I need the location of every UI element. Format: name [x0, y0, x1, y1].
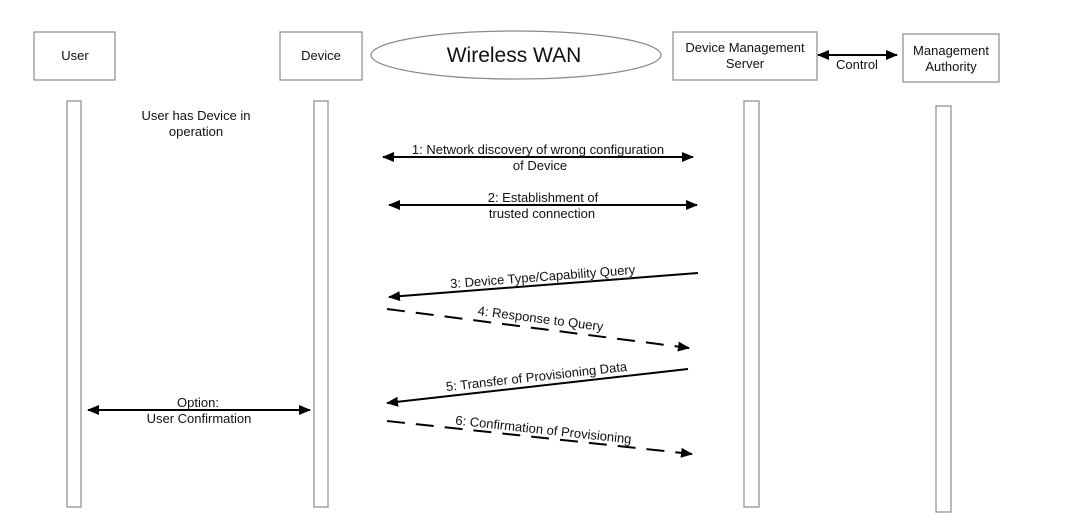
message-arrow — [386, 308, 690, 352]
participant-box — [33, 31, 116, 81]
message-label: 5: Transfer of Provisioning Data — [445, 359, 628, 394]
message-1: 1: Network discovery of wrong configurat… — [382, 142, 694, 173]
participant-label-line1: Management — [913, 43, 989, 58]
message-2: 2: Establishment of trusted connection — [388, 190, 698, 221]
message-label-line1: Option: — [177, 395, 219, 410]
lifeline-user — [66, 100, 82, 508]
message-arrow — [386, 420, 693, 458]
participant-box — [279, 31, 363, 81]
message-label: 6: Confirmation of Provisioning — [455, 413, 633, 447]
note-line1: User has Device in — [141, 108, 250, 123]
participant-device: Device — [279, 31, 363, 81]
message-4: 4: Response to Query — [386, 303, 690, 352]
lifeline-device-management-server — [743, 100, 760, 508]
message-arrow — [386, 368, 689, 407]
message-label-line2: User Confirmation — [147, 411, 252, 426]
participant-wireless-wan: Wireless WAN — [370, 30, 662, 80]
participant-label: Device — [301, 48, 341, 63]
control-label: Control — [836, 57, 878, 72]
participant-device-management-server: Device Management Server — [672, 31, 818, 81]
message-5: 5: Transfer of Provisioning Data — [386, 359, 689, 407]
participant-label: User — [61, 48, 89, 63]
message-label: 3: Device Type/Capability Query — [450, 262, 637, 291]
lifeline-device — [313, 100, 329, 508]
note-line2: operation — [169, 124, 223, 139]
message-user-confirmation: Option: User Confirmation — [87, 395, 311, 426]
lifeline-management-authority — [935, 105, 952, 513]
participant-label-line1: Device Management — [685, 40, 805, 55]
participant-box — [902, 33, 1000, 83]
note-user-has-device: User has Device in operation — [141, 108, 250, 139]
participant-user: User — [33, 31, 116, 81]
message-6: 6: Confirmation of Provisioning — [386, 413, 693, 458]
message-label-line2: trusted connection — [489, 206, 595, 221]
participant-label: Wireless WAN — [447, 44, 582, 67]
participant-box — [672, 31, 818, 81]
participant-management-authority: Management Authority — [902, 33, 1000, 83]
network-ellipse — [370, 30, 662, 80]
control-link: Control — [817, 50, 898, 72]
message-3: 3: Device Type/Capability Query — [388, 262, 699, 302]
message-label-line1: 1: Network discovery of wrong configurat… — [412, 142, 664, 157]
message-arrow — [388, 272, 699, 302]
participant-label-line2: Authority — [925, 59, 977, 74]
message-label-line1: 2: Establishment of — [488, 190, 599, 205]
message-label-line2: of Device — [513, 158, 567, 173]
participant-label-line2: Server — [726, 56, 765, 71]
